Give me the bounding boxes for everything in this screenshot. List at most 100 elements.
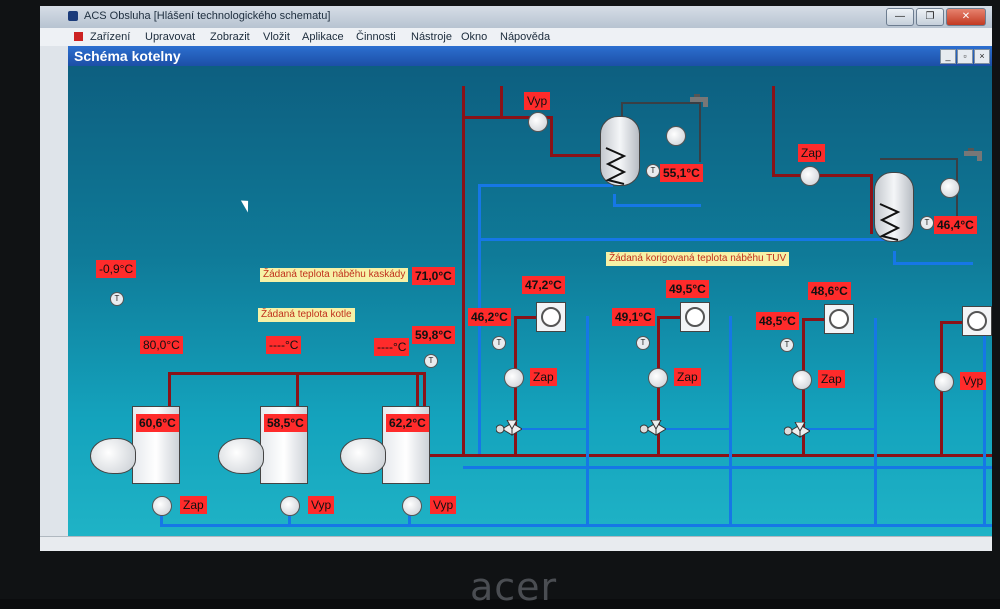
menu-aplikace[interactable]: Aplikace — [302, 31, 344, 43]
application-window: ACS Obsluha [Hlášení technologického sch… — [40, 6, 992, 551]
return-pipe — [893, 262, 973, 265]
boiler-3-setpoint[interactable]: ----°C — [374, 338, 410, 356]
flow-pipe — [550, 116, 553, 156]
cascade-setpoint-value[interactable]: 71,0°C — [412, 267, 455, 285]
circuit-1-flow-temperature: 47,2°C — [522, 276, 565, 294]
circuit-3-pump[interactable] — [792, 370, 812, 390]
circuit-1-pump-state: Zap — [530, 368, 557, 386]
boiler-2-setpoint[interactable]: ----°C — [266, 336, 302, 354]
menu-nastroje[interactable]: Nástroje — [411, 31, 452, 43]
dhw-1-charging-pump[interactable] — [528, 112, 548, 132]
menu-zobrazit[interactable]: Zobrazit — [210, 31, 250, 43]
menu-napoveda[interactable]: Nápověda — [500, 31, 551, 43]
circuit-1-mixing-valve-icon[interactable] — [496, 420, 522, 438]
circuit-1-pump[interactable] — [504, 368, 524, 388]
circuit-2-pump[interactable] — [648, 368, 668, 388]
circuit-4-pump-state: Vyp — [960, 372, 987, 390]
boiler-2-pump[interactable] — [280, 496, 300, 516]
boiler-1-return-pipe — [160, 514, 163, 526]
boiler-3-pump[interactable] — [402, 496, 422, 516]
tuv-setpoint-label: Žádaná korigovaná teplota náběhu TUV — [606, 252, 790, 266]
circuit-2-temp-sensor-icon: T — [636, 336, 650, 350]
flow-pipe — [772, 86, 775, 176]
menu-upravovat[interactable]: Upravovat — [145, 31, 196, 43]
boiler-3-temperature: 62,2°C — [386, 414, 429, 432]
cold-water-pipe — [621, 102, 623, 124]
doc-close-button[interactable]: × — [974, 49, 990, 64]
cold-water-pipe — [699, 102, 701, 162]
menu-vlozit[interactable]: Vložit — [263, 31, 290, 43]
circuit-3-temp-sensor-icon: T — [780, 338, 794, 352]
boiler-3-pump-state: Vyp — [430, 496, 457, 514]
dhw-1-temp-sensor-icon: T — [646, 164, 660, 178]
circuit-2-return-temperature: 49,1°C — [612, 308, 655, 326]
dhw-2-circulation-pump[interactable] — [940, 178, 960, 198]
cold-water-pipe — [621, 102, 701, 104]
flow-pipe — [870, 174, 873, 234]
boiler-1-pump-state: Zap — [180, 496, 207, 514]
menu-app-icon[interactable] — [74, 32, 83, 41]
outdoor-sensor-icon: T — [110, 292, 124, 306]
circuit-4-pump[interactable] — [934, 372, 954, 392]
circuit-1-flow-pipe — [514, 316, 548, 319]
menu-cinnosti[interactable]: Činnosti — [356, 31, 396, 43]
cold-water-pipe — [880, 158, 958, 160]
circuit-4-radiator-icon[interactable] — [962, 306, 992, 336]
circuit-1-temp-sensor-icon: T — [492, 336, 506, 350]
boiler-2-flow-pipe — [296, 372, 299, 408]
dhw-1-temperature: 55,1°C — [660, 164, 703, 182]
circuit-2-pump-state: Zap — [674, 368, 701, 386]
dhw-1-pump-state: Vyp — [524, 92, 551, 110]
circuit-2-flow-temperature: 49,5°C — [666, 280, 709, 298]
dhw-1-circulation-pump[interactable] — [666, 126, 686, 146]
circuit-3-flow-temperature: 48,6°C — [808, 282, 851, 300]
circuit-2-mixing-valve-icon[interactable] — [640, 420, 666, 438]
flow-pipe — [772, 174, 872, 177]
outdoor-temperature: -0,9°C — [96, 260, 137, 278]
boiler-room-diagram: Vyp T 55,1°C Zap T 46,4°C Žádaná teplota… — [68, 66, 992, 536]
boiler-1-setpoint[interactable]: 80,0°C — [140, 336, 183, 354]
boiler-1-pump[interactable] — [152, 496, 172, 516]
menu-zarizeni[interactable]: Zařízení — [90, 31, 131, 43]
circuit-1-return-pipe — [586, 316, 589, 526]
maximize-button[interactable]: ❐ — [916, 8, 944, 26]
dhw-2-charging-pump[interactable] — [800, 166, 820, 186]
circuit-1-return-pipe — [518, 428, 586, 430]
return-pipe — [613, 204, 701, 207]
circuit-3-mixing-valve-icon[interactable] — [784, 422, 810, 440]
circuit-3-flow-pipe — [802, 318, 836, 321]
circuit-1-radiator-icon[interactable] — [536, 302, 566, 332]
heat-exchanger-coil-icon — [605, 147, 627, 185]
boiler-3-burner-icon — [340, 438, 386, 474]
title-bar[interactable]: ACS Obsluha [Hlášení technologického sch… — [40, 6, 992, 28]
cascade-setpoint-label: Žádaná teplota náběhu kaskády — [260, 268, 409, 282]
flow-pipe — [500, 86, 503, 118]
faucet-icon — [690, 94, 708, 107]
monitor-brand-logo: acer — [470, 565, 558, 609]
cascade-temp-sensor-icon: T — [424, 354, 438, 368]
circuit-2-radiator-icon[interactable] — [680, 302, 710, 332]
doc-minimize-button[interactable]: _ — [940, 49, 956, 64]
circuit-4-return-pipe — [983, 321, 986, 526]
cascade-actual-temperature: 59,8°C — [412, 326, 455, 344]
close-button[interactable]: ✕ — [946, 8, 986, 26]
boiler-1-flow-pipe — [168, 372, 171, 408]
circuit-3-return-temperature: 48,5°C — [756, 312, 799, 330]
boiler-setpoint-label: Žádaná teplota kotle — [258, 308, 355, 322]
flow-pipe — [462, 86, 465, 456]
circuit-3-pump-state: Zap — [818, 370, 845, 388]
document-title-bar: Schéma kotelny _ ▫ × — [68, 46, 992, 66]
menu-okno[interactable]: Okno — [461, 31, 488, 43]
doc-restore-button[interactable]: ▫ — [957, 49, 973, 64]
boiler-3-flow-pipe — [416, 372, 419, 408]
dhw-2-temp-sensor-icon: T — [920, 216, 934, 230]
boiler-3-return-pipe — [408, 514, 411, 526]
mouse-cursor-icon — [240, 197, 254, 213]
return-pipe — [478, 238, 898, 241]
status-bar — [40, 536, 992, 551]
return-pipe — [893, 251, 896, 263]
circuit-2-flow-pipe — [657, 316, 691, 319]
circuit-3-radiator-icon[interactable] — [824, 304, 854, 334]
boiler-1-burner-icon — [90, 438, 136, 474]
minimize-button[interactable]: — — [886, 8, 914, 26]
